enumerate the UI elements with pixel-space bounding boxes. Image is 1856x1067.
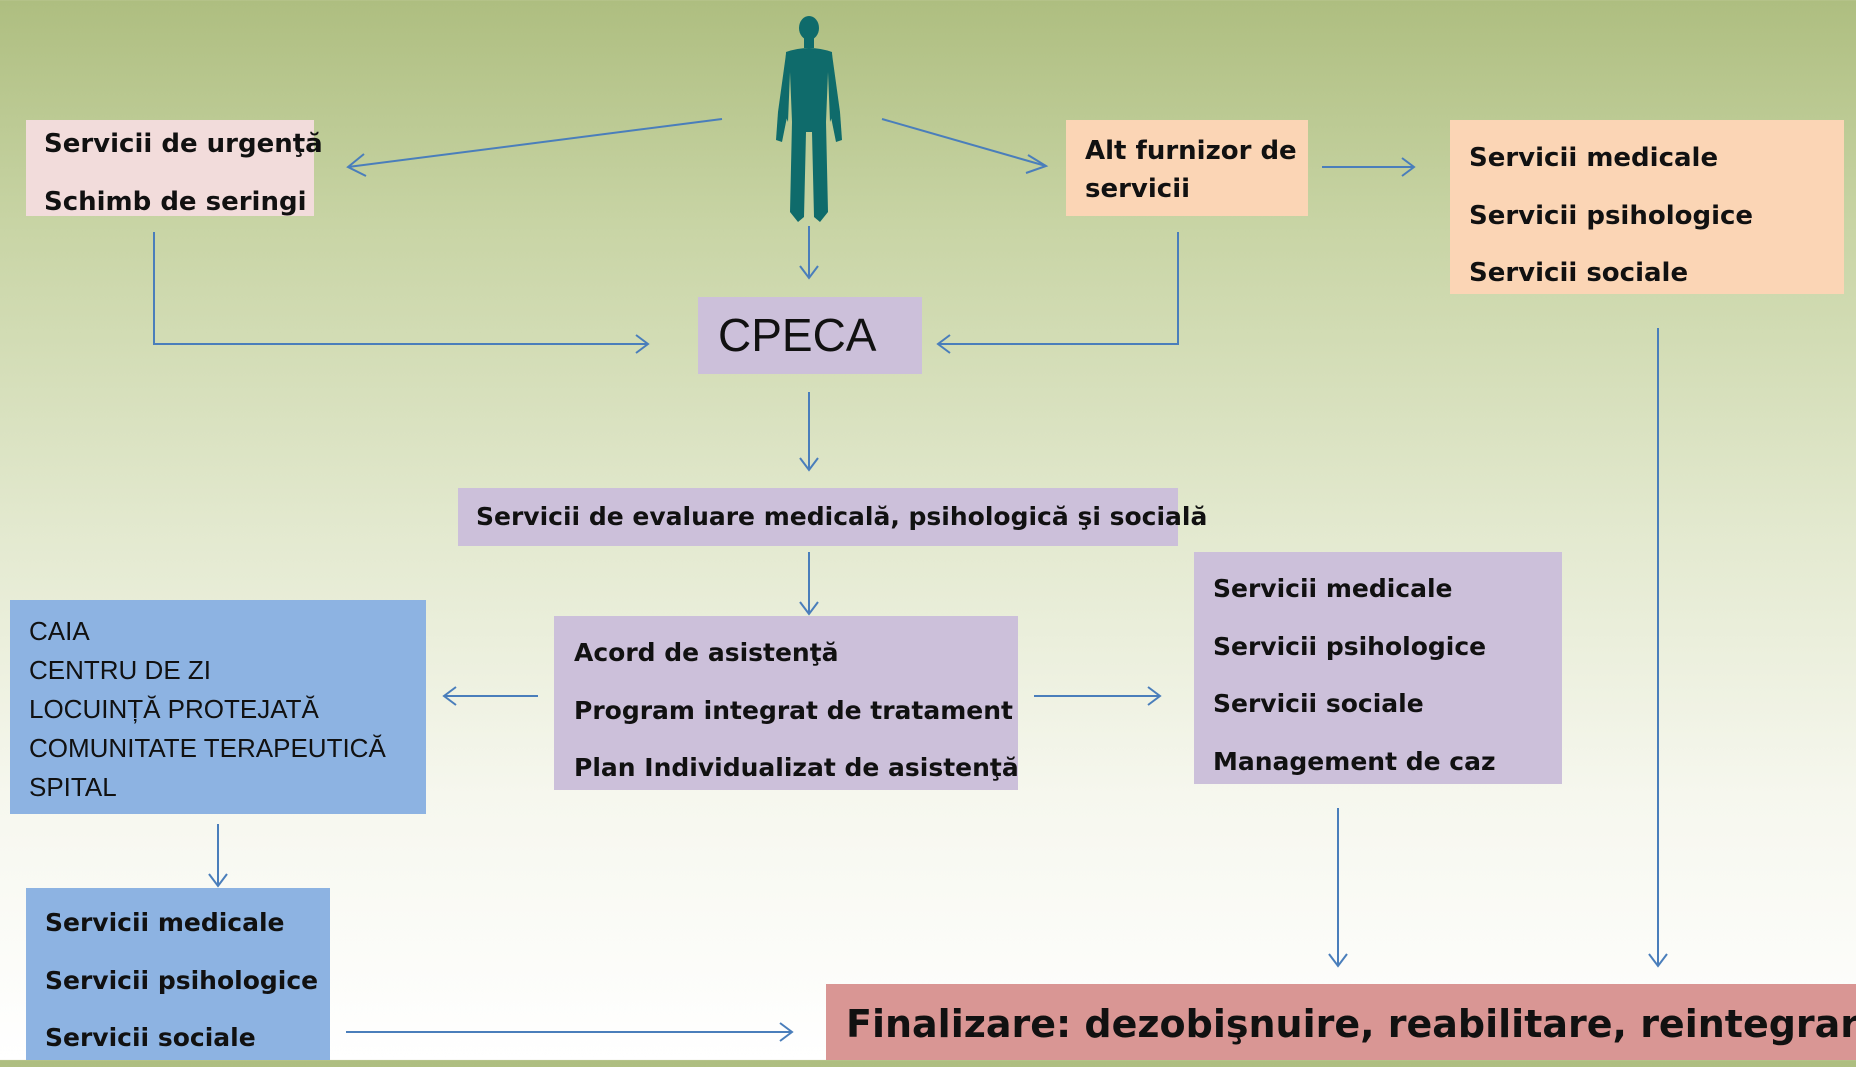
- final-label: Finalizare: dezobişnuire, reabilitare, r…: [846, 1002, 1856, 1046]
- cpeca-label: CPECA: [718, 309, 877, 361]
- services-psychological: Servicii psihologice: [1469, 200, 1754, 231]
- services-social: Servicii sociale: [1469, 258, 1689, 288]
- bottom-services-psychological: Servicii psihologice: [45, 965, 319, 995]
- alt-provider-box: Alt furnizor de servicii: [1066, 120, 1308, 216]
- urgent-services-box: Servicii de urgenţă Schimb de seringi: [26, 120, 323, 217]
- arrow-figure-to-alt-provider: [881, 118, 1047, 167]
- arrow-urgent-to-cpeca: [153, 232, 648, 345]
- institution-protected-housing: LOCUINȚĂ PROTEJATĂ: [29, 694, 319, 724]
- urgent-line-1: Servicii de urgenţă: [44, 129, 323, 159]
- institution-caia: CAIA: [29, 616, 90, 646]
- alt-provider-line-2: servicii: [1085, 174, 1191, 204]
- evaluation-box: Servicii de evaluare medicală, psihologi…: [458, 488, 1208, 546]
- services-mid-right-box: Servicii medicale Servicii psihologice S…: [1194, 552, 1562, 784]
- final-box: Finalizare: dezobişnuire, reabilitare, r…: [826, 984, 1856, 1060]
- institution-therapeutic-community: COMUNITATE TERAPEUTICĂ: [29, 733, 386, 763]
- mid-services-medical: Servicii medicale: [1213, 574, 1453, 603]
- arrow-figure-to-urgent: [347, 118, 723, 168]
- services-top-right-box: Servicii medicale Servicii psihologice S…: [1450, 120, 1844, 294]
- institution-day-center: CENTRU DE ZI: [29, 655, 211, 685]
- urgent-line-2: Schimb de seringi: [44, 187, 307, 217]
- institutions-box: CAIA CENTRU DE ZI LOCUINȚĂ PROTEJATĂ COM…: [10, 600, 426, 814]
- mid-services-psychological: Servicii psihologice: [1213, 631, 1487, 661]
- cpeca-box: CPECA: [698, 297, 922, 374]
- agreement-line-3: Plan Individualizat de asistenţă: [574, 753, 1019, 782]
- services-bottom-left-box: Servicii medicale Servicii psihologice S…: [26, 888, 330, 1060]
- bottom-services-social: Servicii sociale: [45, 1023, 256, 1052]
- alt-provider-line-1: Alt furnizor de: [1085, 136, 1297, 166]
- agreement-line-1: Acord de asistenţă: [574, 638, 839, 667]
- agreement-box: Acord de asistenţă Program integrat de t…: [554, 616, 1019, 790]
- arrow-alt-to-cpeca: [938, 232, 1179, 345]
- evaluation-label: Servicii de evaluare medicală, psihologi…: [476, 502, 1208, 531]
- human-figure-icon: [776, 16, 842, 222]
- mid-services-social: Servicii sociale: [1213, 689, 1424, 718]
- agreement-line-2: Program integrat de tratament: [574, 695, 1013, 725]
- bottom-services-medical: Servicii medicale: [45, 908, 285, 937]
- institution-hospital: SPITAL: [29, 772, 117, 802]
- services-medical: Servicii medicale: [1469, 143, 1719, 173]
- mid-services-case-management: Management de caz: [1213, 746, 1496, 776]
